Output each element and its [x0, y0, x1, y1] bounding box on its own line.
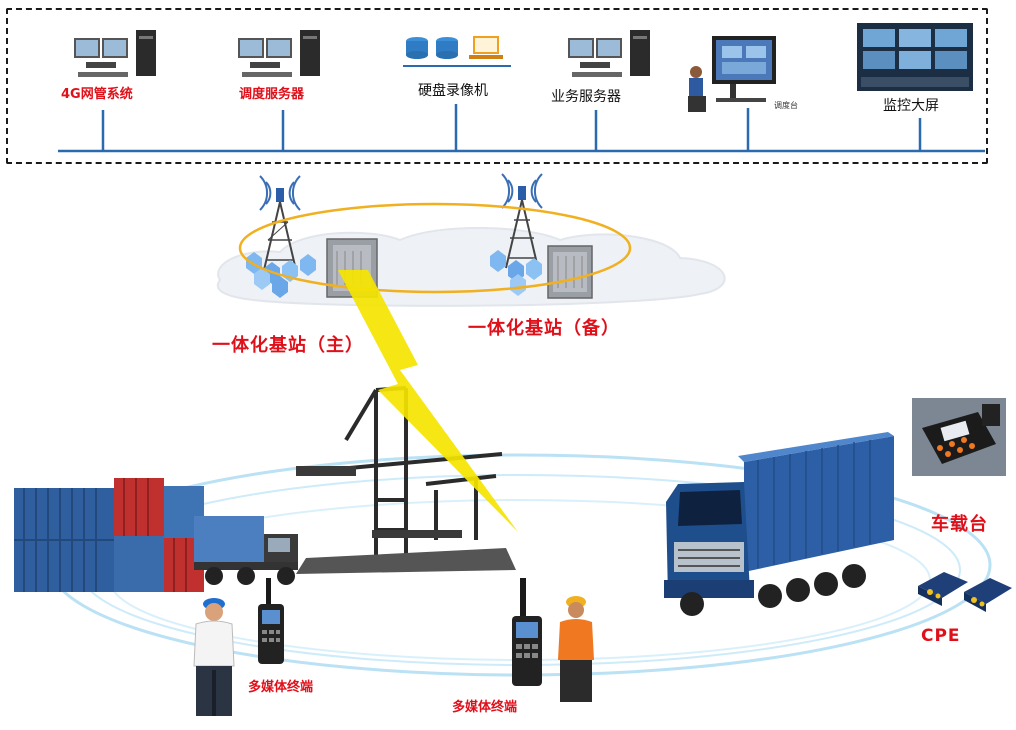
terminal-right-label: 多媒体终端	[452, 696, 517, 715]
monitor-wall-icon	[857, 23, 973, 91]
vehicle-radio-icon	[912, 398, 1006, 476]
storage-icon	[403, 32, 513, 72]
terminal-left-label: 多媒体终端	[248, 676, 313, 695]
workstation-icon	[72, 28, 162, 84]
vehicle-radio-label: 车载台	[931, 510, 988, 536]
node-label-business-server: 业务服务器	[551, 86, 621, 106]
workstation-icon	[236, 28, 326, 84]
node-label-dispatch-server: 调度服务器	[239, 83, 304, 102]
handheld-left-icon	[254, 578, 288, 668]
node-label-monitor-wall: 监控大屏	[883, 95, 939, 115]
node-label-nvr: 硬盘录像机	[418, 80, 488, 100]
node-label-dispatch-console: 调度台	[774, 100, 798, 111]
container-stack-icon	[14, 478, 224, 598]
node-label-nms: 4G网管系统	[61, 83, 133, 102]
worker-left-icon	[184, 594, 244, 724]
workstation-icon	[566, 28, 656, 84]
wireless-link-bolt	[338, 270, 538, 540]
handheld-right-icon	[508, 578, 548, 688]
cpe-device-icon	[914, 566, 1014, 616]
worker-right-icon	[552, 594, 602, 706]
dispatch-console-icon	[684, 34, 784, 116]
container-truck-icon	[658, 432, 898, 622]
cpe-label: CPE	[921, 626, 961, 646]
